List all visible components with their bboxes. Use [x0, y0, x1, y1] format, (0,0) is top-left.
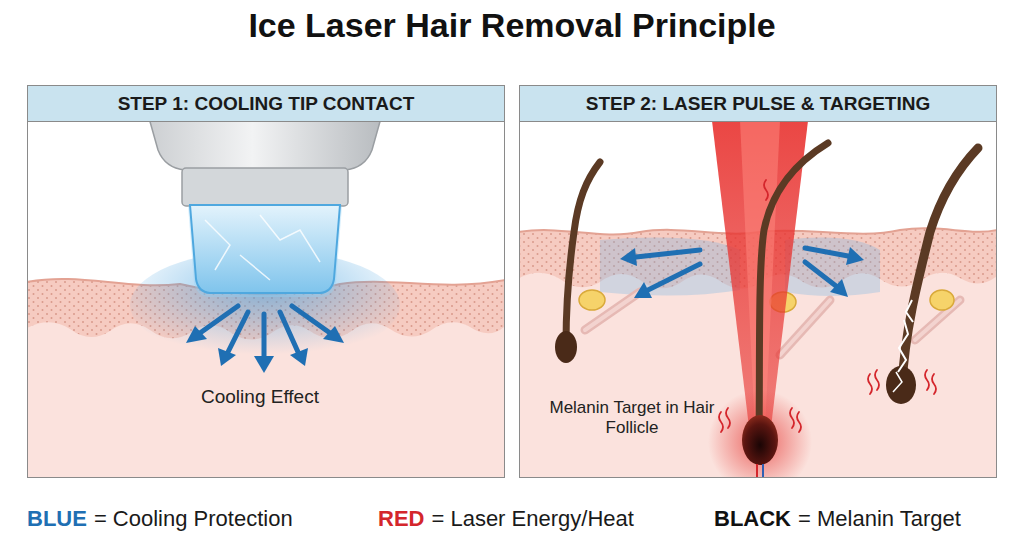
skin-cross-section-part-part — [875, 370, 879, 390]
skin-cross-section-part-part — [764, 180, 768, 200]
cooling-arrows-part — [323, 326, 344, 343]
cooling-arrows-part — [634, 282, 652, 298]
cooling-arrows-part — [254, 356, 274, 373]
panel-ground-part — [519, 85, 997, 478]
legend-key-word: RED — [378, 506, 424, 531]
cooling-arrows-part — [648, 264, 700, 290]
skin-cross-section-part — [762, 464, 764, 477]
skin-cross-section-part — [886, 366, 916, 404]
cooling-arrows-part — [200, 306, 238, 333]
handpiece-part — [188, 206, 342, 297]
cooling-arrows-part — [218, 348, 236, 366]
legend-text: = Cooling Protection — [94, 506, 293, 531]
skin-cross-section-part — [893, 372, 902, 392]
skin-cross-section-part-part — [726, 408, 730, 428]
cooling-arrows-part — [186, 326, 207, 343]
cooling-arrows-part — [228, 312, 248, 352]
legend-entry: BLACK = Melanin Target — [714, 506, 961, 532]
handpiece-part — [190, 205, 340, 293]
skin-cross-section-part — [742, 415, 778, 465]
legend-swatch: RED — [378, 506, 424, 531]
legend-swatch: BLACK — [714, 506, 791, 531]
skin-cross-section-part — [898, 300, 913, 372]
skin-cross-section-part-part — [790, 408, 794, 428]
skin-cross-section-part-part — [868, 374, 872, 394]
legend-text: = Melanin Target — [798, 506, 961, 531]
handpiece-part — [182, 168, 348, 206]
skin-cross-section-part — [579, 290, 605, 310]
cooling-arrows — [620, 247, 864, 298]
skin-cross-section-part-part — [719, 412, 723, 432]
legend-swatch: BLUE — [27, 506, 87, 531]
skin-cross-section-part — [930, 290, 954, 310]
cooling-arrows-part — [636, 250, 700, 257]
cooling-arrows-part — [290, 348, 308, 366]
skin-cross-section-part — [756, 464, 758, 477]
diagram-title: Ice Laser Hair Removal Principle — [0, 6, 1024, 45]
legend-key-word: BLUE — [27, 506, 87, 531]
legend-entry: BLUE = Cooling Protection — [27, 506, 293, 532]
legend-entry: RED = Laser Energy/Heat — [378, 506, 634, 532]
skin-cross-section-part-part — [797, 412, 801, 432]
step-panel: STEP 1: COOLING TIP CONTACT — [27, 85, 505, 478]
callout-label: Cooling Effect — [150, 386, 370, 409]
cooling-arrows-part — [805, 248, 848, 256]
callout-label: Melanin Target in Hair Follicle — [548, 398, 716, 439]
cooling-arrows-part — [280, 312, 298, 352]
skin-cross-section-part — [555, 331, 577, 363]
step-panel: STEP 2: LASER PULSE & TARGETING — [519, 85, 997, 478]
panel-header: STEP 2: LASER PULSE & TARGETING — [520, 86, 996, 122]
skin-cross-section-part-part — [932, 374, 936, 394]
skin-cross-section-part — [600, 238, 740, 296]
cooling-arrows-part — [292, 306, 330, 333]
cooling-arrows-part — [830, 279, 848, 297]
skin-cross-section-part — [566, 162, 600, 345]
skin-cross-section-part-part — [925, 370, 929, 390]
handpiece-part — [205, 215, 320, 280]
panel-ground — [27, 85, 997, 478]
skin-cross-section-part — [902, 148, 978, 385]
legend-text: = Laser Energy/Heat — [431, 506, 633, 531]
cooling-arrows — [186, 306, 344, 373]
cooling-arrows-part — [620, 248, 637, 266]
skin-cross-section — [520, 121, 996, 477]
skin-cross-section-part — [785, 238, 880, 296]
skin-cross-section-part — [719, 180, 936, 432]
legend-key-word: BLACK — [714, 506, 791, 531]
cooling-arrows-part — [846, 247, 864, 265]
cooling-arrows-part — [805, 262, 836, 286]
panel-ground-part — [27, 85, 505, 478]
skin-cross-section-part — [759, 143, 828, 440]
cooling-arrows-part — [262, 314, 267, 358]
panel-header: STEP 1: COOLING TIP CONTACT — [28, 86, 504, 122]
